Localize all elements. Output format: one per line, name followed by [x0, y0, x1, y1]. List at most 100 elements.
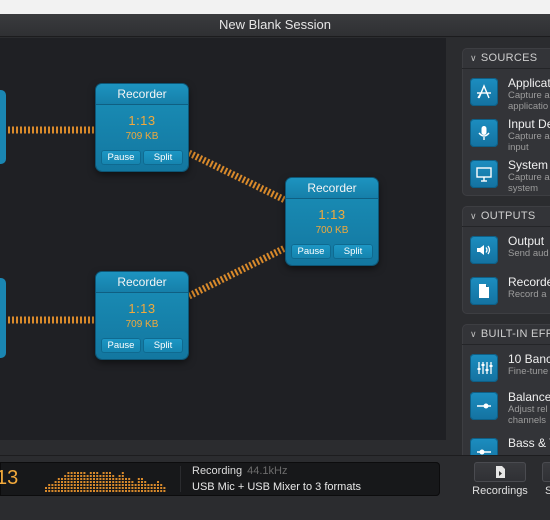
- meter-dot: [80, 472, 83, 474]
- meter-dot: [157, 484, 159, 486]
- meter-dot: [96, 490, 99, 492]
- connection-wires: [0, 126, 287, 324]
- routing-canvas[interactable]: Recorder 1:13 709 KB Pause Split Recorde…: [0, 38, 446, 440]
- meter-dot: [77, 475, 79, 477]
- meter-dot: [89, 484, 92, 486]
- meter-dot: [51, 490, 54, 492]
- meter-dot: [141, 478, 143, 480]
- recordings-label: Recordings: [472, 485, 528, 497]
- meter-dot: [125, 484, 127, 486]
- meter-dot: [73, 478, 76, 480]
- microphone-icon: [470, 119, 498, 147]
- split-button[interactable]: Split: [143, 150, 183, 165]
- meter-dot: [102, 481, 105, 483]
- meter-dot: [99, 484, 102, 486]
- meter-dot: [150, 484, 153, 486]
- meter-dot: [83, 490, 86, 492]
- recorder-node[interactable]: Recorder 1:13 709 KB Pause Split: [96, 272, 188, 359]
- meter-dot: [121, 490, 124, 492]
- recorder-node[interactable]: Recorder 1:13 709 KB Pause Split: [96, 84, 188, 171]
- recorder-node[interactable]: Recorder 1:13 700 KB Pause Split: [286, 178, 378, 265]
- split-button[interactable]: Split: [143, 338, 183, 353]
- source-node-edge: [0, 90, 6, 164]
- outputs-header[interactable]: ∨OUTPUTS: [462, 206, 550, 227]
- meter-dot: [57, 478, 60, 480]
- pause-button[interactable]: Pause: [291, 244, 331, 259]
- meter-dot: [86, 484, 89, 486]
- balance-slider-icon: [470, 392, 498, 420]
- pause-button[interactable]: Pause: [101, 338, 141, 353]
- meter-dot: [105, 475, 108, 477]
- window-title: New Blank Session: [0, 14, 550, 37]
- meter-dot: [125, 490, 127, 492]
- meter-dot: [137, 490, 140, 492]
- meter-dot: [112, 475, 115, 477]
- sources-header[interactable]: ∨SOURCES: [462, 48, 550, 69]
- secondary-toolbar-button[interactable]: [542, 462, 550, 482]
- meter-dot: [73, 472, 76, 474]
- meter-dot: [118, 487, 121, 489]
- effects-header[interactable]: ∨BUILT-IN EFFE: [462, 324, 550, 345]
- recordings-button[interactable]: [474, 462, 526, 482]
- meter-dot: [131, 481, 134, 483]
- meter-dot: [115, 487, 118, 489]
- chevron-down-icon: ∨: [470, 329, 477, 339]
- meter-dot: [77, 478, 79, 480]
- sidebar-item-bass-treble[interactable]: Bass & T: [470, 436, 550, 455]
- meter-dot: [86, 487, 89, 489]
- meter-dot: [102, 472, 105, 474]
- sidebar-item-title: Output: [508, 234, 545, 248]
- meter-dot: [128, 487, 131, 489]
- sidebar-item-title: Balance: [508, 390, 550, 404]
- chevron-down-icon: ∨: [470, 211, 477, 221]
- sidebar-item-subtitle: Fine-tune: [508, 366, 549, 377]
- meter-dot: [61, 490, 63, 492]
- sidebar-item-title: Bass & T: [508, 436, 550, 450]
- meter-dot: [99, 475, 102, 477]
- outputs-group: ∨OUTPUTS Output Send aud Recorde Record …: [462, 206, 550, 314]
- meter-dot: [102, 475, 105, 477]
- recorder-node-size: 700 KB: [315, 225, 349, 236]
- sidebar-item-output[interactable]: Output Send aud: [470, 234, 550, 272]
- session-description: USB Mic + USB Mixer to 3 formats: [192, 481, 362, 493]
- recorder-node-title: Recorder: [286, 178, 378, 199]
- meter-dot: [64, 490, 67, 492]
- sidebar-item-title: System: [508, 158, 549, 172]
- meter-dot: [67, 484, 70, 486]
- meter-dot: [163, 487, 166, 489]
- meter-dot: [73, 481, 76, 483]
- meter-dot: [73, 487, 76, 489]
- wire-recorder-1-to-recorder-3: [187, 149, 287, 204]
- chevron-down-icon: ∨: [470, 53, 477, 63]
- meter-dot: [144, 487, 147, 489]
- meter-dot: [45, 490, 47, 492]
- split-button[interactable]: Split: [333, 244, 373, 259]
- meter-dot: [121, 484, 124, 486]
- pause-button[interactable]: Pause: [101, 150, 141, 165]
- meter-dot: [157, 487, 159, 489]
- sidebar-item-10-band[interactable]: 10 Banc Fine-tune: [470, 352, 550, 390]
- meter-dot: [137, 487, 140, 489]
- meter-dot: [57, 484, 60, 486]
- meter-dot: [121, 475, 124, 477]
- meter-dot: [48, 487, 51, 489]
- meter-dot: [137, 484, 140, 486]
- meter-dot: [150, 490, 153, 492]
- meter-dot: [61, 484, 63, 486]
- meter-dot: [89, 487, 92, 489]
- recordings-icon: [496, 466, 505, 478]
- recorder-node-title: Recorder: [96, 84, 188, 105]
- meter-dot: [93, 481, 95, 483]
- sidebar-item-recorder[interactable]: Recorde Record a: [470, 275, 550, 313]
- meter-dot: [80, 487, 83, 489]
- sidebar-item-title: 10 Banc: [508, 352, 550, 366]
- meter-dot: [86, 478, 89, 480]
